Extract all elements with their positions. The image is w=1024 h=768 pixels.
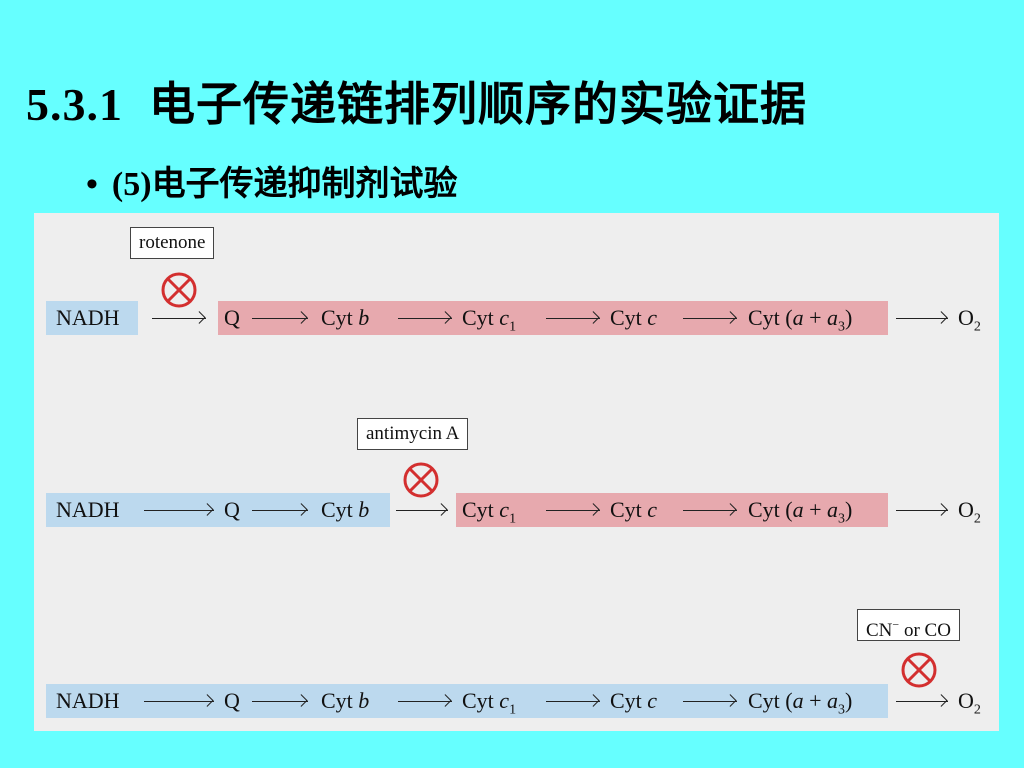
title-text: 电子传递链排列顺序的实验证据 xyxy=(149,77,807,131)
node-cyt-aa3: Cyt (a + a3) xyxy=(748,497,853,527)
node-cyt-c: Cyt c xyxy=(610,497,658,522)
arrow xyxy=(546,701,600,702)
node-cyt-b: Cyt b xyxy=(321,688,370,713)
node-q: Q xyxy=(224,305,240,330)
node-cyt-c1: Cyt c1 xyxy=(462,305,517,335)
node-cyt-c: Cyt c xyxy=(610,688,658,713)
arrow xyxy=(546,510,600,511)
arrow xyxy=(896,510,948,511)
node-cyt-aa3: Cyt (a + a3) xyxy=(748,305,853,335)
node-nadh: NADH xyxy=(56,305,120,330)
node-q: Q xyxy=(224,688,240,713)
arrow xyxy=(896,701,948,702)
arrow xyxy=(896,318,948,319)
bullet-text: 电子传递抑制剂试验 xyxy=(151,164,458,204)
arrow xyxy=(252,701,308,702)
reduced-band xyxy=(46,301,138,335)
inhibitor-diagram: rotenone NADH Q Cyt b Cyt c1 Cyt c Cyt (… xyxy=(34,213,999,731)
arrow xyxy=(546,318,600,319)
rotenone-text: rotenone xyxy=(139,232,206,253)
oxidized-band xyxy=(456,493,888,527)
inhibition-icon xyxy=(161,272,197,308)
arrow xyxy=(144,701,214,702)
node-o2: O2 xyxy=(958,688,981,718)
chain-antimycin: NADH Q Cyt b Cyt c1 Cyt c Cyt (a + a3) O… xyxy=(46,493,992,527)
inhibitor-label-rotenone: rotenone xyxy=(130,227,215,259)
node-cyt-c: Cyt c xyxy=(610,305,658,330)
reduced-band xyxy=(46,493,390,527)
node-nadh: NADH xyxy=(56,688,120,713)
arrow xyxy=(683,318,737,319)
node-o2: O2 xyxy=(958,305,981,335)
slide-title: 5.3.1 电子传递链排列顺序的实验证据 xyxy=(26,68,807,134)
cn-co-text: CN− or CO xyxy=(866,618,951,642)
arrow xyxy=(252,318,308,319)
bullet-prefix: (5) xyxy=(111,166,152,203)
node-cyt-c1: Cyt c1 xyxy=(462,497,517,527)
inhibitor-label-cn-co: CN− or CO xyxy=(857,609,960,641)
node-cyt-c1: Cyt c1 xyxy=(462,688,517,718)
section-number: 5.3.1 xyxy=(26,79,123,130)
arrow xyxy=(252,510,308,511)
arrow xyxy=(396,510,448,511)
node-o2: O2 xyxy=(958,497,981,527)
chain-cn-co: NADH Q Cyt b Cyt c1 Cyt c Cyt (a + a3) O… xyxy=(46,684,992,718)
node-cyt-b: Cyt b xyxy=(321,497,370,522)
arrow xyxy=(683,510,737,511)
inhibition-icon xyxy=(901,652,937,688)
node-cyt-aa3: Cyt (a + a3) xyxy=(748,688,853,718)
arrow xyxy=(683,701,737,702)
inhibitor-label-antimycin: antimycin A xyxy=(357,418,469,450)
arrow xyxy=(152,318,206,319)
node-q: Q xyxy=(224,497,240,522)
bullet-symbol: • xyxy=(86,166,98,203)
arrow xyxy=(398,701,452,702)
node-cyt-b: Cyt b xyxy=(321,305,370,330)
arrow xyxy=(144,510,214,511)
bullet-item: • (5)电子传递抑制剂试验 xyxy=(86,156,458,205)
antimycin-text: antimycin A xyxy=(366,423,460,444)
node-nadh: NADH xyxy=(56,497,120,522)
arrow xyxy=(398,318,452,319)
inhibition-icon xyxy=(403,462,439,498)
chain-rotenone: NADH Q Cyt b Cyt c1 Cyt c Cyt (a + a3) O… xyxy=(46,301,992,335)
